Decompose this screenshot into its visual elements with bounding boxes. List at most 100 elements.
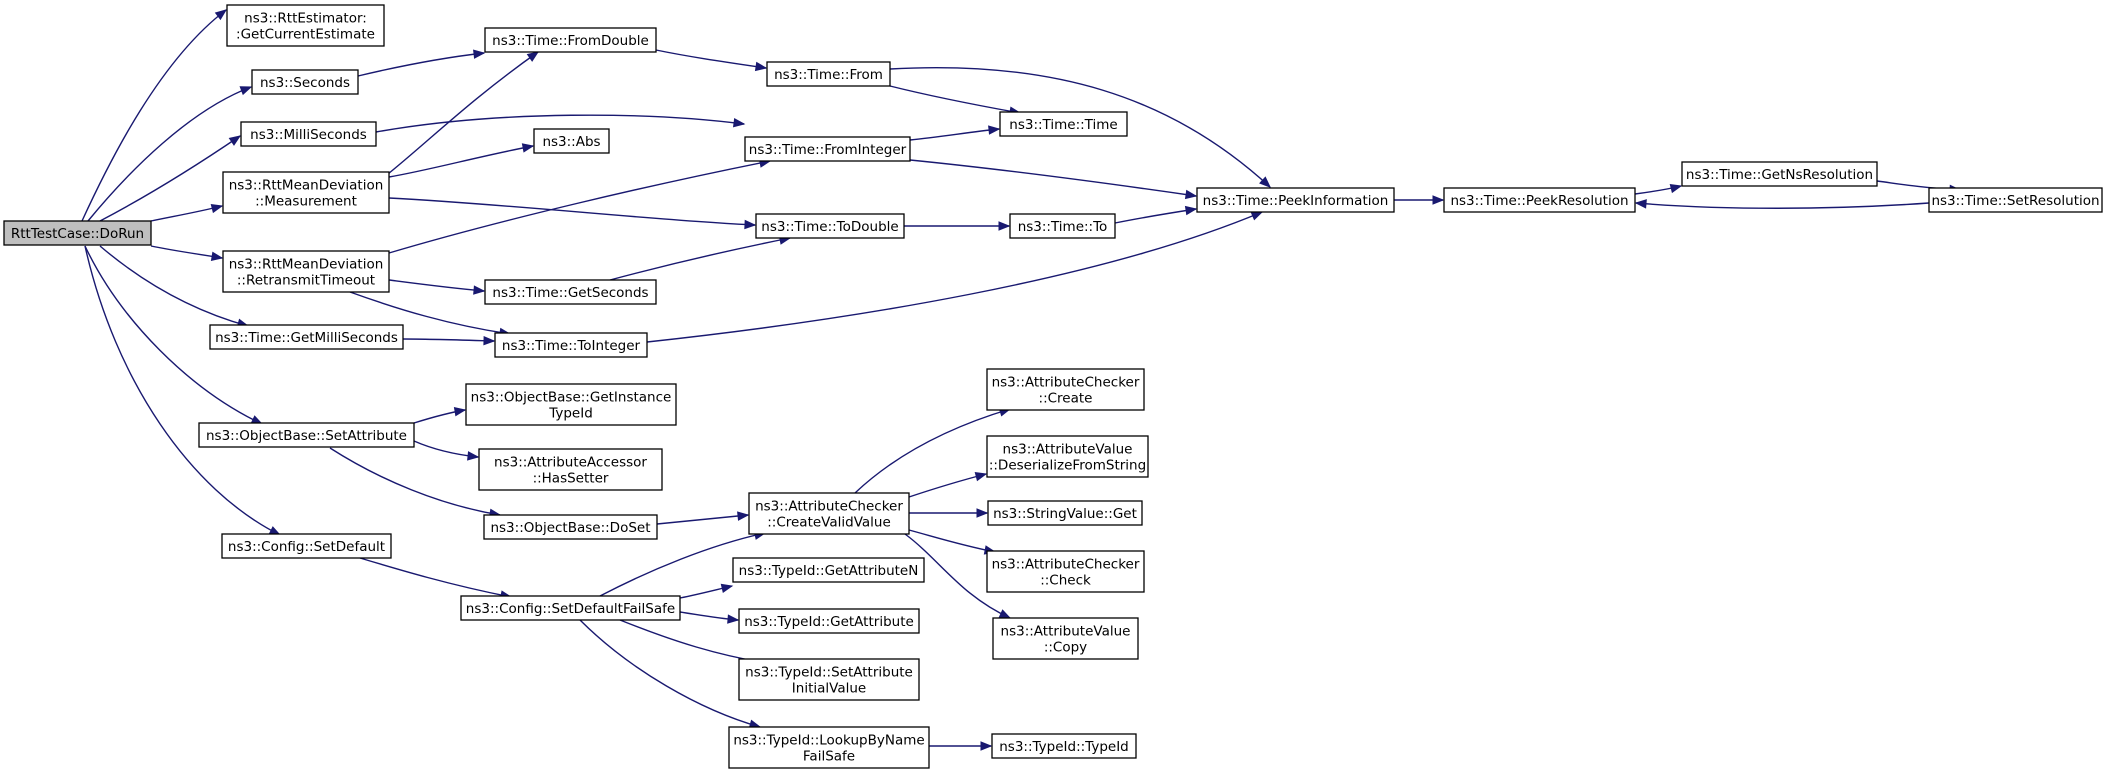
node-box[interactable] <box>198 422 415 448</box>
node-box[interactable] <box>732 557 925 583</box>
node-n18[interactable]: ns3::Time::FromInteger <box>744 136 911 162</box>
node-label: ns3::TypeId::SetAttribute <box>745 665 913 681</box>
edge-line <box>1114 208 1197 224</box>
node-n1[interactable]: ns3::RttEstimator::GetCurrentEstimate <box>226 4 385 47</box>
node-label: ns3::Config::SetDefaultFailSafe <box>466 601 675 617</box>
edge-n17-n33 <box>889 66 1271 188</box>
node-box[interactable] <box>755 213 905 239</box>
node-n3[interactable]: ns3::MilliSeconds <box>240 121 377 147</box>
node-box[interactable] <box>986 550 1145 593</box>
node-box[interactable] <box>1928 187 2103 213</box>
node-n12[interactable]: ns3::Time::ToInteger <box>494 332 648 358</box>
node-n5[interactable]: ns3::RttMeanDeviation::RetransmitTimeout <box>222 250 390 293</box>
edge-n34-n35 <box>1634 183 1683 195</box>
node-box[interactable] <box>240 121 377 147</box>
node-box[interactable] <box>738 658 920 701</box>
node-box[interactable] <box>744 136 911 162</box>
node-n9[interactable]: ns3::Time::FromDouble <box>484 27 657 53</box>
node-box[interactable] <box>484 27 657 53</box>
node-box[interactable] <box>533 128 610 154</box>
node-box[interactable] <box>992 617 1139 660</box>
node-n11[interactable]: ns3::Time::GetSeconds <box>484 279 657 305</box>
node-box[interactable] <box>221 533 392 559</box>
node-n2[interactable]: ns3::Seconds <box>251 69 359 95</box>
node-n21[interactable]: ns3::TypeId::GetAttributeN <box>732 557 925 583</box>
node-box[interactable] <box>3 220 152 246</box>
edge-n6-n12 <box>402 335 496 346</box>
node-box[interactable] <box>465 383 677 426</box>
node-box[interactable] <box>1443 187 1636 213</box>
node-box[interactable] <box>484 279 657 305</box>
node-label: :GetCurrentEstimate <box>236 27 375 43</box>
edge-arrowhead <box>1250 211 1264 221</box>
node-box[interactable] <box>987 500 1143 526</box>
node-box[interactable] <box>986 368 1145 411</box>
edge-n5-n18 <box>388 158 772 254</box>
node-box[interactable] <box>222 171 390 214</box>
node-box[interactable] <box>1009 213 1116 239</box>
node-n34[interactable]: ns3::Time::PeekResolution <box>1443 187 1636 213</box>
node-n4[interactable]: ns3::RttMeanDeviation::Measurement <box>222 171 390 214</box>
node-box[interactable] <box>738 608 920 634</box>
node-n19[interactable]: ns3::Time::ToDouble <box>755 213 905 239</box>
node-box[interactable] <box>226 4 385 47</box>
node-n30[interactable]: ns3::AttributeChecker::Check <box>986 550 1145 593</box>
node-box[interactable] <box>1681 161 1878 187</box>
node-n28[interactable]: ns3::AttributeValue::DeserializeFromStri… <box>986 435 1149 478</box>
node-box[interactable] <box>999 111 1128 137</box>
node-n26[interactable]: ns3::Time::To <box>1009 213 1116 239</box>
node-n7[interactable]: ns3::ObjectBase::SetAttribute <box>198 422 415 448</box>
node-n15[interactable]: ns3::ObjectBase::DoSet <box>483 514 658 540</box>
node-n29[interactable]: ns3::StringValue::Get <box>987 500 1143 526</box>
edge-arrowhead <box>473 49 486 59</box>
node-n31[interactable]: ns3::AttributeValue::Copy <box>992 617 1139 660</box>
node-box[interactable] <box>1196 187 1395 213</box>
edge-line <box>359 557 512 598</box>
node-n0[interactable]: RttTestCase::DoRun <box>3 220 152 246</box>
node-label: InitialValue <box>792 681 866 697</box>
node-box[interactable] <box>766 61 891 87</box>
edge-line <box>579 619 761 728</box>
edge-n9-n17 <box>655 49 768 72</box>
edge-line <box>388 279 485 292</box>
node-n32[interactable]: ns3::TypeId::TypeId <box>991 733 1137 759</box>
node-label: ns3::TypeId::GetAttribute <box>744 614 914 630</box>
node-box[interactable] <box>478 448 663 491</box>
node-n17[interactable]: ns3::Time::From <box>766 61 891 87</box>
node-label: FailSafe <box>803 749 855 765</box>
node-box[interactable] <box>251 69 359 95</box>
edge-line <box>357 52 485 77</box>
node-n36[interactable]: ns3::Time::SetResolution <box>1928 187 2103 213</box>
node-n10[interactable]: ns3::Abs <box>533 128 610 154</box>
node-n33[interactable]: ns3::Time::PeekInformation <box>1196 187 1395 213</box>
node-box[interactable] <box>460 595 681 621</box>
edge-line <box>87 86 252 222</box>
node-n20[interactable]: ns3::AttributeChecker::CreateValidValue <box>748 492 910 535</box>
node-box[interactable] <box>728 726 930 769</box>
edge-arrowhead <box>473 285 486 295</box>
edge-arrowhead <box>737 511 750 521</box>
node-n22[interactable]: ns3::TypeId::GetAttribute <box>738 608 920 634</box>
node-n35[interactable]: ns3::Time::GetNsResolution <box>1681 161 1878 187</box>
edge-arrowhead <box>980 741 993 751</box>
node-n8[interactable]: ns3::Config::SetDefault <box>221 533 392 559</box>
node-box[interactable] <box>494 332 648 358</box>
node-n16[interactable]: ns3::Config::SetDefaultFailSafe <box>460 595 681 621</box>
node-box[interactable] <box>986 435 1149 478</box>
node-n14[interactable]: ns3::AttributeAccessor::HasSetter <box>478 448 663 491</box>
node-box[interactable] <box>748 492 910 535</box>
edge-arrowhead <box>483 335 496 346</box>
node-box[interactable] <box>209 324 404 350</box>
node-n27[interactable]: ns3::AttributeChecker::Create <box>986 368 1145 411</box>
node-box[interactable] <box>222 250 390 293</box>
edge-arrowhead <box>467 451 480 461</box>
node-box[interactable] <box>991 733 1137 759</box>
edge-line <box>656 514 749 525</box>
node-n25[interactable]: ns3::Time::Time <box>999 111 1128 137</box>
node-n6[interactable]: ns3::Time::GetMilliSeconds <box>209 324 404 350</box>
node-box[interactable] <box>483 514 658 540</box>
edge-line <box>904 533 1011 619</box>
